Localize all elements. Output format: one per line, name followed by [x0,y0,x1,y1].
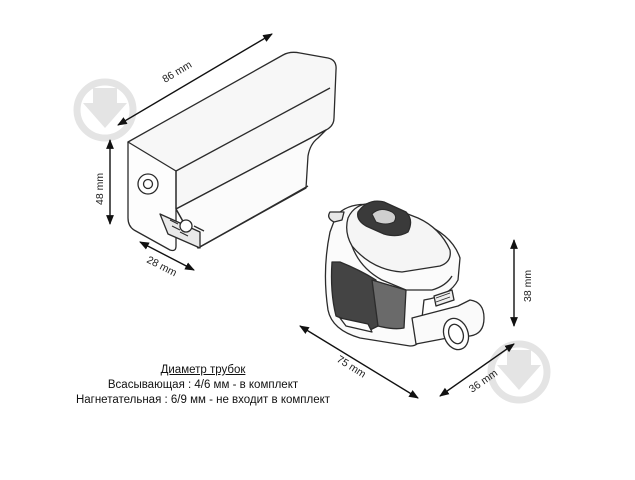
caption-suction-line: Всасывающая : 4/6 мм - в комплект [107,379,299,391]
dim-line-pump-width [439,343,515,397]
watermark-bottom-right-icon [487,340,551,404]
reservoir-box [127,51,337,252]
dim-label-front-width: 28 mm [145,254,179,279]
dim-line-front-width [139,241,195,271]
dim-label-front-height: 48 mm [94,173,106,205]
dim-line-top-length [117,33,273,126]
watermark-top-left-icon [73,78,137,142]
pump-unit [324,200,485,351]
dim-line-pump-length [299,325,419,399]
dim-label-top-length: 86 mm [160,59,194,86]
caption-title: Диаметр трубок [160,364,246,376]
dim-label-pump-height: 38 mm [522,270,534,302]
caption-discharge-line: Нагнетательная : 6/9 мм - не входит в ко… [75,394,331,406]
tube-diameter-caption: Диаметр трубок Всасывающая : 4/6 мм - в … [58,363,348,408]
